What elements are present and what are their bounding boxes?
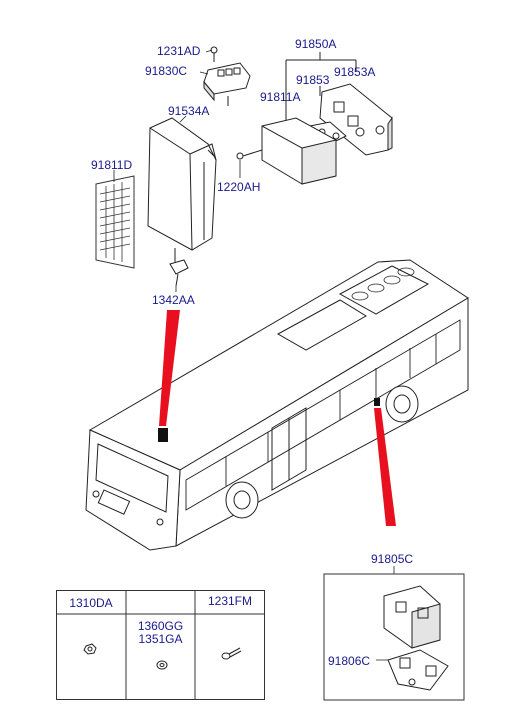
- table-header-1310da: 1310DA: [69, 596, 113, 610]
- table-cell-1360gg: 1360GG: [137, 619, 184, 633]
- callout-1342aa: 1342AA: [152, 293, 195, 307]
- bolt-1231fm-icon: [221, 647, 242, 660]
- table-cell-1351ga: 1351GA: [138, 632, 183, 646]
- callout-91534a: 91534A: [168, 104, 210, 118]
- callout-91811d: 91811D: [91, 158, 133, 172]
- callout-91806c: 91806C: [328, 654, 371, 668]
- fuse-label-91811d: [95, 175, 135, 269]
- fuse-box-91534a: [147, 117, 217, 262]
- callout-bracket-91850a: [285, 52, 357, 120]
- connector-91830c: [203, 62, 251, 106]
- callout-91805c: 91805C: [371, 552, 414, 566]
- screw-1231ad: [210, 46, 218, 62]
- clip-1342aa: [169, 259, 189, 287]
- location-pointers: [159, 310, 396, 526]
- callout-91853a: 91853A: [334, 65, 376, 79]
- parts-table-grid: [56, 590, 265, 700]
- table-header-1231fm: 1231FM: [207, 594, 253, 608]
- bolt-1220ah: [236, 149, 263, 160]
- callout-91850a: 91850A: [295, 37, 337, 51]
- inset-box: [323, 573, 465, 701]
- bus-illustration: [85, 259, 469, 551]
- parts-table: [56, 590, 265, 700]
- callout-1231ad: 1231AD: [157, 44, 201, 58]
- washer-1351ga-icon: [156, 660, 168, 670]
- nut-1310da-icon: [83, 643, 97, 655]
- callout-91811a: 91811A: [260, 90, 301, 104]
- callout-1220ah: 1220AH: [217, 180, 261, 194]
- cover-91811a: [261, 117, 337, 185]
- callout-91830c: 91830C: [145, 64, 188, 78]
- callout-91853: 91853: [296, 73, 330, 87]
